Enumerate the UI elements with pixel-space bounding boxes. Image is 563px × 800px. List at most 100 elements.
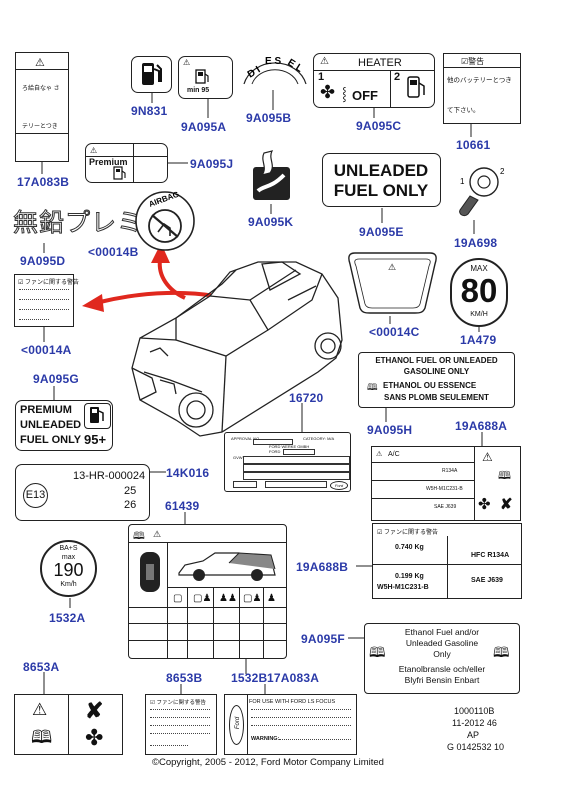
code-19A688B[interactable]: 19A688B [296,560,349,574]
fan-icon: ✤ [320,82,336,102]
label-9A095F: Ethanol Fuel and/or Unleaded Gasoline On… [364,623,520,694]
code-9A095A[interactable]: 9A095A [181,120,227,134]
code-1A479[interactable]: 1A479 [460,333,497,347]
code-17A083B[interactable]: 17A083B [17,175,70,189]
code-00014C[interactable]: <00014C [369,325,420,339]
jp-text-1: ろ給自なゃ さ [22,86,60,92]
eth-sw-1: Ethanol Fuel and/or [404,627,480,637]
code-17A083A[interactable]: 17A083A [267,671,320,685]
eth-sw-5: Blyfri Bensin Enbart [404,675,480,685]
person-icon: ▢ [173,593,183,604]
ford-oval-logo: Ford [330,481,348,490]
code-9A095K[interactable]: 9A095K [248,215,294,229]
ethanol-line-2: GASOLINE ONLY [403,367,470,376]
code-1532A[interactable]: 1532A [49,611,86,625]
fan-icon: ✤ [478,496,491,513]
warning-triangle-icon: ⚠ [35,57,45,69]
reg-26: 26 [124,499,137,511]
code-9A095E[interactable]: 9A095E [359,225,404,239]
label-9A095B: D I E S E L [243,56,307,85]
heater-off: OFF [352,88,378,103]
car-side-icon [178,552,276,581]
code-9A095F[interactable]: 9A095F [301,632,345,646]
label-19A688B: ☑ ファンに関する警告 0.740 Kg HFC R134A 0.199 Kg … [372,523,522,599]
kg-0740: 0.740 Kg [395,544,424,551]
code-61439[interactable]: 61439 [165,499,200,513]
label-8653B: ☑ ファンに関する警告 [145,694,217,755]
premium-text: PREMIUM [20,404,72,416]
unleaded-text: UNLEADED [333,161,429,180]
label-9N831 [131,56,172,93]
reg-25: 25 [124,485,137,497]
approval-no: APPROVAL NO. [231,436,261,441]
code-10661[interactable]: 10661 [456,138,491,152]
heater-2: 2 [394,71,401,83]
eth-sw-3: Only [433,649,451,659]
warning-triangle-icon: ⚠ [32,700,48,719]
code-00014A[interactable]: <00014A [21,343,72,357]
reg-number: 13-HR-000024 [73,470,146,482]
w5h-text: W5H-M1C231-B [426,486,463,492]
label-00014B: AIRBAG [135,190,195,251]
svg-text:2: 2 [500,167,505,176]
ac-title: A/C [388,451,400,458]
code-14K016[interactable]: 14K016 [166,466,210,480]
r134a-text: R134A [442,468,458,474]
diesel-text-end: E L [285,57,304,75]
label-10661: ☑警告 他のバッテリーとつき て下さい。 [443,53,521,124]
fuel-pump-icon [142,63,162,85]
label-19A688A: ⚠ A/C R134A W5H-M1C231-B SAE J639 ⚠ 🕮 ✤ … [371,446,521,521]
code-8653B[interactable]: 8653B [166,671,203,685]
code-00014B[interactable]: <00014B [88,245,139,259]
code-1532B[interactable]: 1532B [231,671,268,685]
code-9A095D[interactable]: 9A095D [20,254,66,268]
label-9A095C: ⚠ HEATER 1 ✤ ⸾ OFF 2 [313,53,435,108]
warning-triangle-icon: ⚠ [153,529,162,539]
category-text: CATEGORY: M/A [303,436,335,441]
book-icon: 🕮 [493,644,510,660]
code-9A095G[interactable]: 9A095G [33,372,79,386]
eth-sw-2: Unleaded Gasoline [405,638,479,648]
ref-region: AP [467,730,480,740]
heater-1: 1 [318,71,325,83]
ethanol-line-4: SANS PLOMB SEULEMENT [384,393,489,402]
warning-triangle-icon: ⚠ [183,58,191,67]
code-19A698[interactable]: 19A698 [454,236,498,250]
book-icon: 🕮 [369,644,386,660]
fuel-pump-icon [407,76,425,98]
ref-number: 1000110B [454,706,495,716]
code-9A095H[interactable]: 9A095H [367,423,413,437]
code-9N831[interactable]: 9N831 [131,104,168,118]
label-19A698: 1 2 [459,167,505,217]
warning-text: WARNING: [251,736,280,742]
red-arrow-up [157,259,186,300]
code-8653A[interactable]: 8653A [23,660,60,674]
label-9A095E: UNLEADED FUEL ONLY [322,153,441,207]
kg-0199: 0.199 Kg [395,573,424,580]
label-9A095J: ⚠ Premium [85,143,168,183]
ford-focus-text: FOR USE WITH FORD LS FOCUS [249,699,336,705]
fuel-pump-icon [84,403,111,429]
label-1532A: BA+S max 190 Km/h [40,540,97,597]
fuel-only-text: FUEL ONLY [20,434,82,446]
tire-icon [140,552,160,592]
ethanol-line-1: ETHANOL FUEL OR UNLEADED [375,356,498,365]
book-icon: 🕮 [133,531,145,542]
label-00014A: ☑ ファンに関する警告 [14,274,79,327]
code-19A688A[interactable]: 19A688A [455,419,508,433]
code-9A095C[interactable]: 9A095C [356,119,402,133]
warning-triangle-icon: ⚠ [388,262,396,272]
code-9A095J[interactable]: 9A095J [190,157,234,171]
code-16720[interactable]: 16720 [289,391,324,405]
speed-190: 190 [53,560,84,580]
jp-warning-title: ☑ ファンに関する警告 [18,280,80,286]
red-arrow-left [99,290,216,304]
person-icon: ♟ [267,593,276,604]
gvw-text: GVW [233,455,243,460]
e13-circle: E13 [23,483,48,508]
ref-date: 11-2012 46 [452,718,497,728]
label-9A095A: ⚠ min 95 [178,56,233,99]
code-9A095B[interactable]: 9A095B [246,111,292,125]
bas-text: BA+S [59,545,78,552]
w5h-text-b: W5H-M1C231-B [377,584,429,591]
